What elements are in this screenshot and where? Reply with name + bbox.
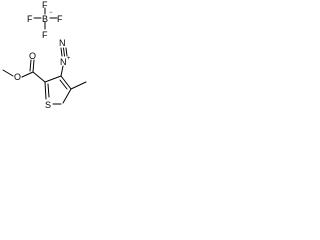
atom-fluorine-left: F: [27, 14, 33, 24]
bond-n-n-triple-a: [60, 47, 63, 57]
bond-c3-n: [60, 65, 64, 77]
bond-c4-c5: [62, 88, 72, 104]
bond-carbonyl-o-double-b: [29, 59, 32, 72]
methyl-ester-group: O O: [2, 51, 46, 83]
atom-fluorine-right: F: [57, 14, 63, 24]
diazonium-charge: +: [67, 56, 71, 62]
bond-n-n-triple-b: [63, 47, 65, 57]
diazonium-group: N N +: [59, 38, 71, 77]
thiophene-diazonium-cation: N N + S O O: [2, 38, 87, 110]
atom-fluorine-bottom: F: [42, 30, 48, 40]
atom-oxygen-carbonyl: O: [29, 51, 36, 61]
bond-s-c2: [44, 81, 47, 100]
bond-carbonyl-o-ether: [21, 71, 34, 78]
bond-c4-methyl: [70, 81, 87, 90]
atom-sulfur: S: [45, 100, 51, 110]
bond-n-n-triple-c: [65, 47, 68, 57]
atom-boron: B: [42, 14, 48, 24]
boron-charge: −: [49, 10, 53, 16]
atom-nitrogen-inner: N: [60, 57, 67, 67]
atom-oxygen-ether: O: [14, 72, 21, 82]
bond-carbonyl-o-double-a: [32, 59, 35, 73]
bond-c3-c4-double: [59, 79, 68, 90]
bond-c2-c3: [44, 75, 62, 83]
atom-fluorine-top: F: [42, 0, 48, 10]
thiophene-ring: S: [44, 75, 72, 110]
tetrafluoroborate-anion: B − F F F F: [27, 0, 63, 40]
atom-nitrogen-terminal: N: [59, 38, 66, 48]
bond-c3-c4: [60, 75, 72, 90]
chemical-structure: B − F F F F N N + S: [2, 0, 87, 110]
bond-o-methyl: [2, 69, 14, 77]
bond-c2-carbonyl: [32, 71, 46, 83]
bond-c2-double-inner: [47, 83, 50, 98]
